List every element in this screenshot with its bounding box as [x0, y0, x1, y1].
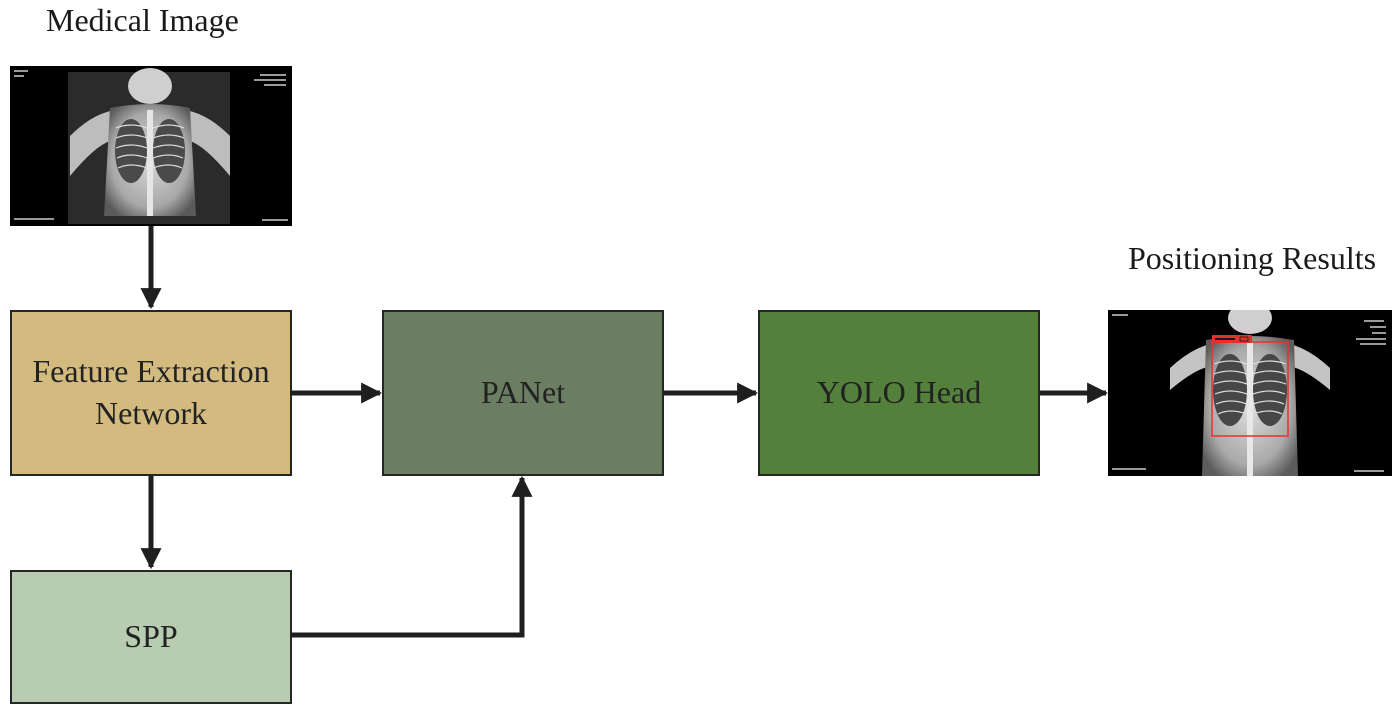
- yolo-head-block: YOLO Head: [758, 310, 1040, 476]
- feature-extraction-network-label: Feature Extraction Network: [32, 353, 270, 431]
- medical-image-caption: Medical Image: [46, 2, 239, 38]
- yolo-head-label: YOLO Head: [816, 374, 982, 411]
- panet-label: PANet: [480, 374, 566, 411]
- feature-extraction-network-block: Feature Extraction Network: [10, 310, 292, 476]
- positioning-result-xray: [1108, 310, 1392, 476]
- panet-block: PANet: [382, 310, 664, 476]
- positioning-results-caption: Positioning Results: [1128, 240, 1377, 276]
- spp-block: SPP: [10, 570, 292, 704]
- medical-image-xray: [10, 66, 292, 226]
- arrow-spp-to-panet: [290, 475, 533, 638]
- spp-label: SPP: [124, 618, 178, 655]
